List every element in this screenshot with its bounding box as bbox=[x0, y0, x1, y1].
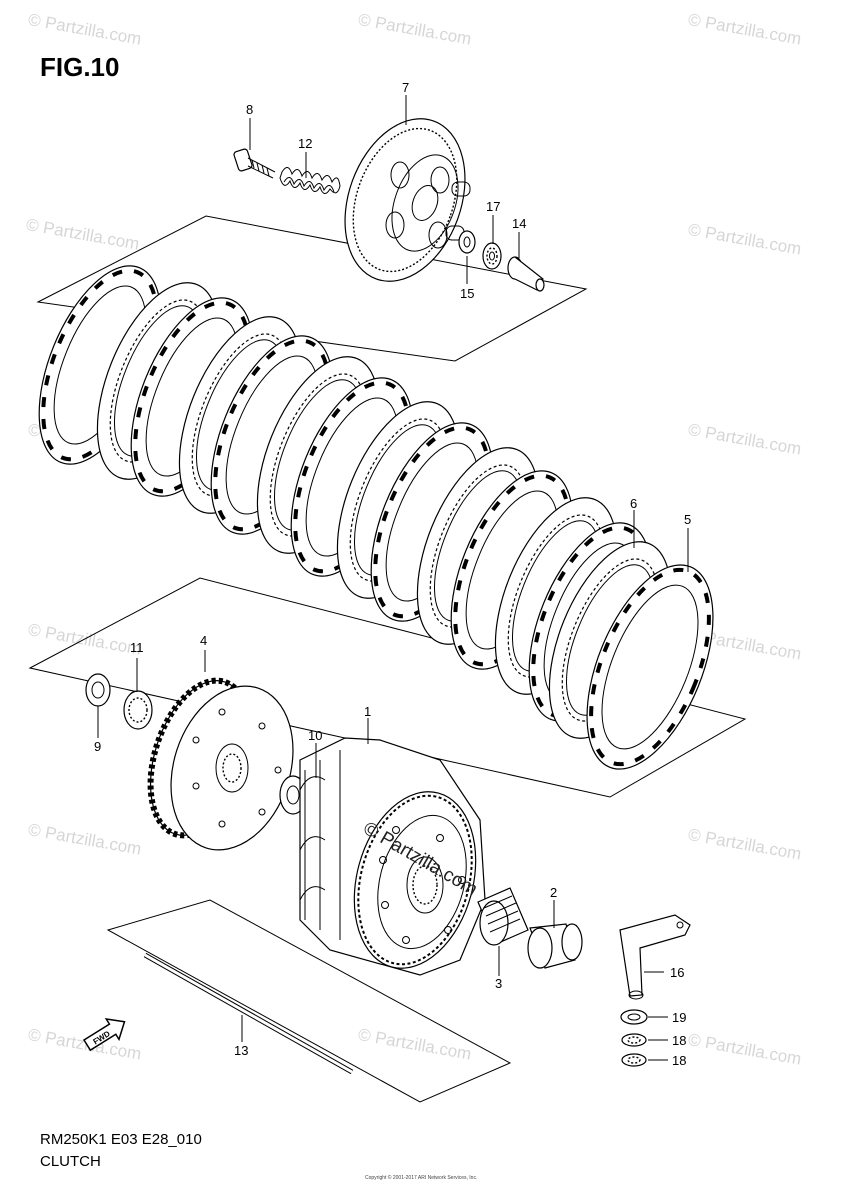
callout-9: 9 bbox=[94, 739, 101, 754]
callout-6: 6 bbox=[630, 496, 637, 511]
release-cam-part-16 bbox=[619, 914, 691, 1000]
callout-11: 11 bbox=[130, 640, 144, 655]
pressure-plate-part-7 bbox=[344, 118, 471, 282]
bearing-part-18-upper bbox=[621, 1033, 647, 1047]
nut-part-9 bbox=[85, 673, 111, 707]
callout-18-upper: 18 bbox=[672, 1033, 686, 1048]
callout-8: 8 bbox=[246, 102, 253, 117]
callout-10: 10 bbox=[308, 728, 322, 743]
clutch-housing-part-1 bbox=[299, 737, 486, 976]
needle-bearing-part-3 bbox=[477, 887, 529, 946]
section-name: CLUTCH bbox=[40, 1153, 101, 1170]
spring-part-12 bbox=[279, 167, 341, 194]
callout-7: 7 bbox=[402, 80, 409, 95]
callout-12: 12 bbox=[298, 136, 312, 151]
callout-16: 16 bbox=[670, 965, 684, 980]
screw-part-8 bbox=[233, 148, 276, 179]
callout-15: 15 bbox=[460, 286, 474, 301]
callout-17: 17 bbox=[486, 199, 500, 214]
lock-washer-part-11 bbox=[123, 690, 153, 730]
callout-2: 2 bbox=[550, 885, 557, 900]
sleeve-hub-part-4 bbox=[147, 677, 294, 851]
bearing-part-17 bbox=[482, 242, 502, 270]
pushrod-group-outline bbox=[106, 899, 512, 1103]
clutch-plate-stack bbox=[38, 265, 714, 770]
push-piece-part-14 bbox=[507, 256, 545, 292]
figure-title: FIG.10 bbox=[40, 52, 120, 82]
callout-19: 19 bbox=[672, 1010, 686, 1025]
spacer-part-2 bbox=[527, 923, 583, 969]
oil-seal-part-19 bbox=[620, 1009, 648, 1025]
callout-13: 13 bbox=[234, 1043, 248, 1058]
callout-4: 4 bbox=[200, 633, 207, 648]
copyright-note: Copyright © 2001-2017 ARI Network Servic… bbox=[365, 1175, 478, 1181]
callout-3: 3 bbox=[495, 976, 502, 991]
callout-18-lower: 18 bbox=[672, 1053, 686, 1068]
push-rod-part-13 bbox=[143, 952, 354, 1075]
callout-leaders bbox=[97, 95, 689, 1061]
bearing-part-18-lower bbox=[621, 1053, 647, 1067]
washer-part-15 bbox=[458, 230, 476, 254]
callout-5: 5 bbox=[684, 512, 691, 527]
callout-1: 1 bbox=[364, 704, 371, 719]
callout-14: 14 bbox=[512, 216, 526, 231]
model-code: RM250K1 E03 E28_010 bbox=[40, 1131, 202, 1148]
forward-direction-arrow: FWD bbox=[82, 1018, 126, 1052]
friction-plate-part-5 bbox=[586, 564, 714, 770]
